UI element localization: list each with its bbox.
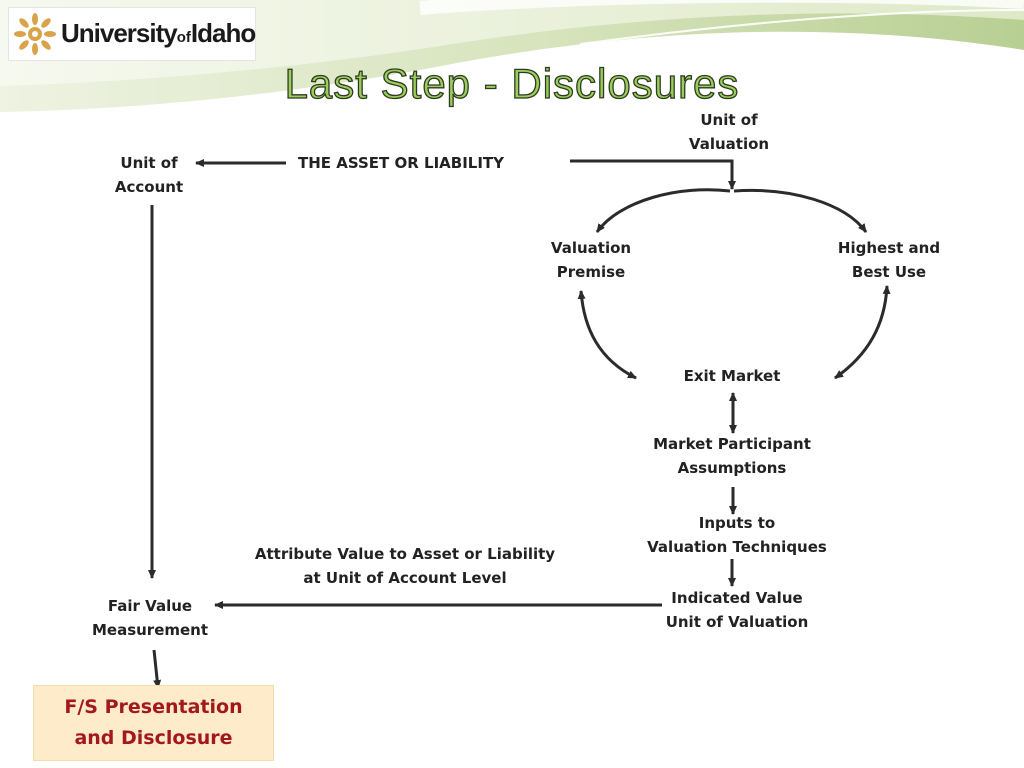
arc-to-highest-best-use [733,188,868,233]
node-exit-market: Exit Market [683,367,781,385]
arc-to-valuation-premise [595,188,731,233]
node-asset-or-liability: THE ASSET OR LIABILITY [297,154,505,172]
arc-best-use-exit-market [834,285,891,380]
university-logo: UniversityofIdaho [9,8,256,60]
arrow-asset-to-unit-of-valuation [570,159,736,190]
arrow-fair-value-to-fs [152,649,162,689]
slide-title: Last Step - Disclosures [284,59,740,107]
sun-emblem-icon [14,13,56,55]
logo-wordmark: UniversityofIdaho [61,18,256,48]
arc-premise-exit-market [577,290,637,380]
